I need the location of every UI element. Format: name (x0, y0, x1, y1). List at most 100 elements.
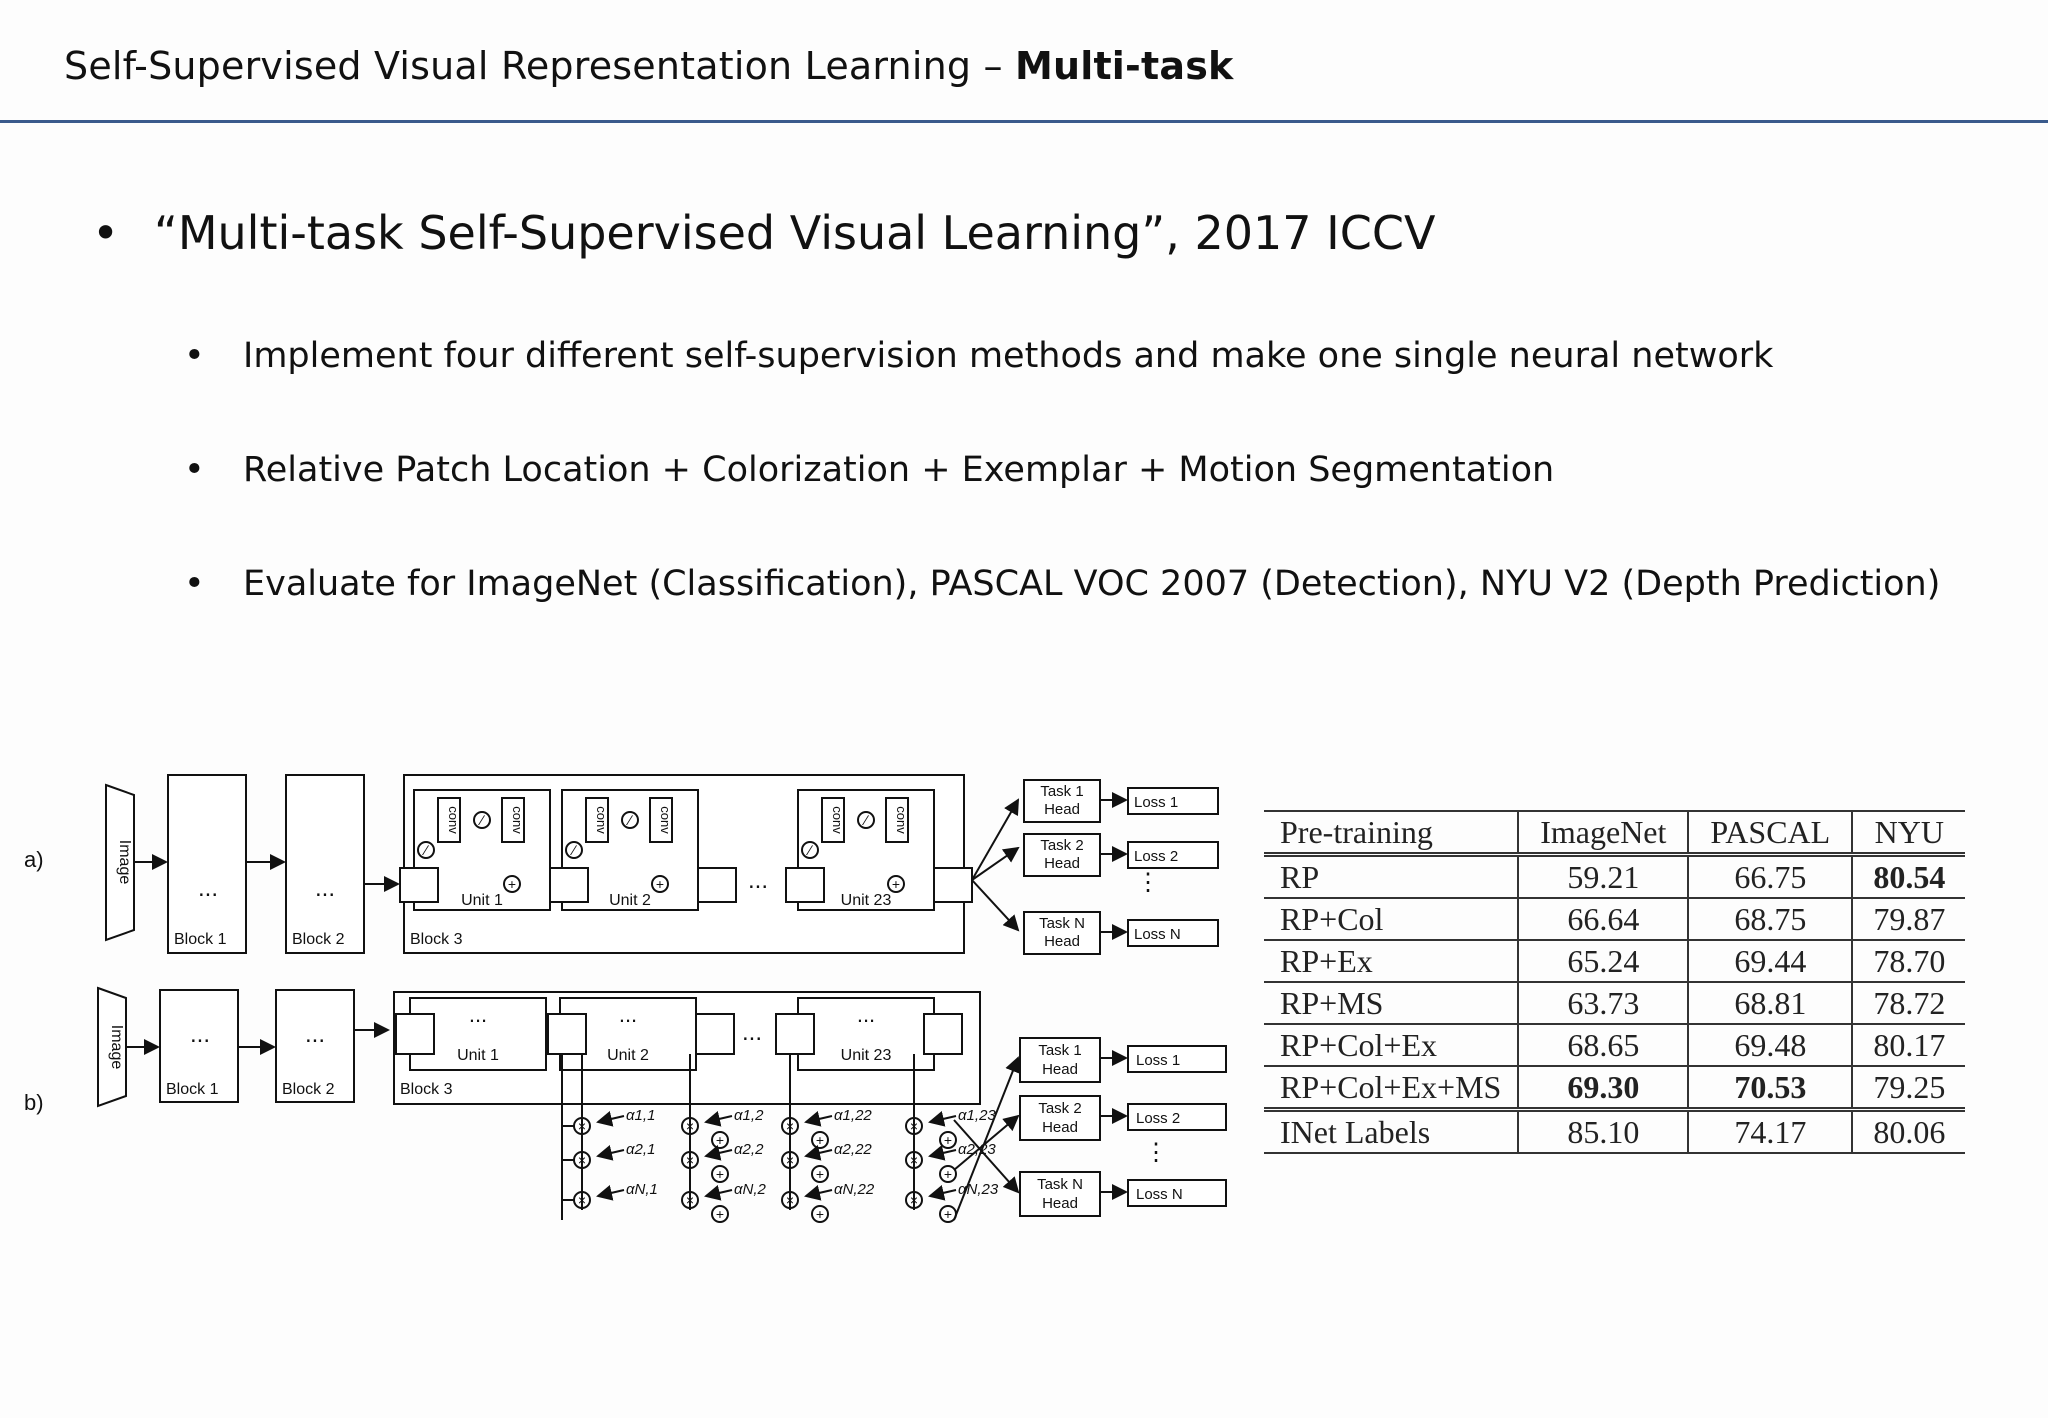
junction-node (695, 1013, 735, 1055)
image-label: Image (116, 840, 133, 885)
bullet-dot: • (184, 450, 205, 490)
activation-node (565, 841, 583, 859)
bullet-dot: • (92, 206, 120, 260)
conv-layer (821, 797, 845, 843)
alpha-weight: α2,2 (734, 1141, 764, 1158)
flow-arrow (971, 879, 1020, 932)
cell-pascal: 68.81 (1688, 982, 1854, 1024)
junction-node (549, 867, 589, 903)
alpha-weight: α1,1 (626, 1107, 655, 1124)
junction-node (547, 1013, 587, 1055)
activation-node-symbol: ∕ (862, 812, 870, 828)
conv-label: conv (894, 806, 909, 834)
title-prefix: Self-Supervised Visual Representation Le… (64, 44, 1015, 88)
cell-method: RP+Col (1264, 898, 1520, 940)
activation-node-symbol: ∕ (626, 812, 634, 828)
flow-arrow (928, 1111, 957, 1127)
block-1-label: Block 1 (166, 1081, 219, 1098)
sum-node-symbol: + (716, 1166, 724, 1182)
block-2-label: Block 2 (282, 1081, 335, 1098)
cell-imagenet: 65.24 (1518, 940, 1690, 982)
cell-method: RP+MS (1264, 982, 1520, 1024)
sum-node (651, 875, 669, 893)
conv-label: conv (510, 806, 525, 834)
task-head-line1: Task N (1039, 915, 1085, 932)
flow-arrow (804, 1185, 833, 1201)
task-head-line1: Task 1 (1038, 1042, 1081, 1059)
junction-node (785, 867, 825, 903)
task-head-line1: Task 1 (1040, 783, 1083, 800)
junction-node (697, 867, 737, 903)
block-2-ellipsis: ... (315, 875, 335, 902)
cell-nyu: 80.54 (1873, 858, 1946, 895)
units-ellipsis: ... (748, 867, 768, 894)
sub-bullet-text: Evaluate for ImageNet (Classification), … (243, 564, 1941, 604)
conv-layer (501, 797, 525, 843)
activation-node (621, 811, 639, 829)
loss-box (1127, 841, 1219, 869)
sum-node-symbol: + (816, 1132, 824, 1148)
flow-arrow (971, 846, 1020, 881)
block-2-ellipsis: ... (305, 1021, 325, 1048)
sum-node (503, 875, 521, 893)
cell-imagenet: 68.65 (1518, 1024, 1690, 1066)
cell-method: RP+Col+Ex+MS (1264, 1066, 1520, 1110)
junction-node (395, 1013, 435, 1055)
sum-node (811, 1205, 829, 1223)
cell-pascal: 66.75 (1688, 854, 1854, 898)
sum-node (711, 1205, 729, 1223)
conv-layer (649, 797, 673, 843)
header-pascal: PASCAL (1688, 811, 1854, 855)
loss-box (1127, 1103, 1227, 1131)
cell-pascal: 69.48 (1688, 1024, 1854, 1066)
block-1-ellipsis: ... (190, 1021, 210, 1048)
cell-pascal: 69.44 (1688, 940, 1854, 982)
conv-label: conv (658, 806, 673, 834)
sum-node-symbol: + (716, 1132, 724, 1148)
header-nyu: NYU (1874, 813, 1944, 850)
units-ellipsis: ... (742, 1019, 762, 1046)
bullet-dot: • (184, 564, 205, 604)
activation-node (801, 841, 819, 859)
activation-node (857, 811, 875, 829)
sum-node (711, 1165, 729, 1183)
cell-method: RP (1264, 854, 1520, 898)
footer-imagenet: 85.10 (1518, 1109, 1690, 1153)
junction-node (775, 1013, 815, 1055)
task-head (1023, 911, 1101, 955)
junction-node (399, 867, 439, 903)
task-head-line2: Head (1044, 801, 1080, 818)
task-head-line2: Head (1044, 933, 1080, 950)
heads-vdots: ⋮ (1144, 1139, 1168, 1166)
image-input (105, 783, 135, 942)
block-2 (275, 989, 355, 1103)
loss-box (1127, 919, 1219, 947)
loss-label: Loss N (1134, 926, 1181, 943)
sum-node (939, 1131, 957, 1149)
sub-bullet-text: Implement four different self-supervisio… (243, 336, 1774, 376)
sum-node-symbol: + (816, 1206, 824, 1222)
unit-3-label: Unit 23 (841, 1047, 892, 1064)
activation-node-symbol: ∕ (806, 842, 814, 858)
sum-node (939, 1165, 957, 1183)
block-1-ellipsis: ... (198, 875, 218, 902)
loss-label: Loss 1 (1134, 794, 1178, 811)
sum-node-symbol: + (944, 1132, 952, 1148)
activation-node (473, 811, 491, 829)
block-2-label: Block 2 (292, 931, 345, 948)
task-head-line1: Task 2 (1038, 1100, 1081, 1117)
flow-arrow (953, 1056, 1021, 1221)
sum-node-symbol: + (656, 876, 664, 892)
cell-pascal: 70.53 (1688, 1066, 1854, 1110)
unit-ellipsis: ... (469, 1002, 487, 1027)
main-bullet-text: “Multi-task Self-Supervised Visual Learn… (154, 206, 1436, 260)
conv-label: conv (594, 806, 609, 834)
cell-imagenet: 69.30 (1518, 1066, 1690, 1110)
junction-node (923, 1013, 963, 1055)
flow-arrow (804, 1145, 833, 1161)
task-head-line1: Task 2 (1040, 837, 1083, 854)
loss-label: Loss N (1136, 1186, 1183, 1203)
title-rule (0, 120, 2048, 123)
